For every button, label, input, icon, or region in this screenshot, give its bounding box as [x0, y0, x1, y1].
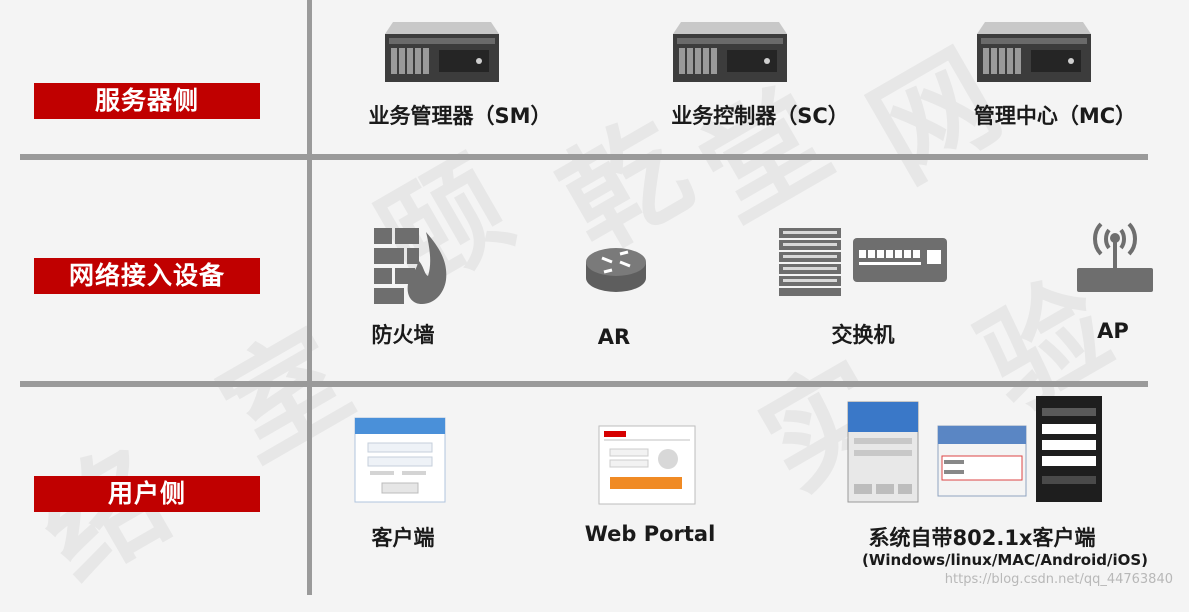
row-divider-1: [20, 154, 1148, 160]
rack-server-icon: [385, 22, 499, 82]
builtin-8021x-client-icon: [847, 396, 1102, 503]
watermark-char: 室: [198, 305, 373, 488]
platforms-label: (Windows/linux/MAC/Android/iOS): [862, 551, 1148, 569]
client-label: 客户端: [371, 526, 435, 550]
row-divider-2: [20, 381, 1148, 387]
client-window-icon: [354, 417, 446, 503]
ap-label: AP: [1097, 319, 1129, 343]
credit-url: https://blog.csdn.net/qq_44763840: [944, 572, 1173, 587]
switch-label: 交换机: [831, 323, 895, 347]
web-portal-label: Web Portal: [584, 522, 716, 546]
access-point-icon: [1077, 222, 1153, 292]
vertical-divider: [307, 0, 312, 595]
rack-server-icon: [977, 22, 1091, 82]
label-network-access: 网络接入设备: [34, 258, 260, 294]
server-sc-label: 业务控制器（SC）: [671, 104, 849, 128]
firewall-icon: [374, 228, 447, 304]
ar-label: AR: [597, 325, 631, 349]
server-mc-label: 管理中心（MC）: [973, 104, 1137, 128]
firewall-label: 防火墙: [371, 323, 435, 347]
server-sm-label: 业务管理器（SM）: [368, 104, 552, 128]
builtin-8021x-label: 系统自带802.1x客户端: [868, 526, 1096, 550]
web-portal-icon: [598, 425, 696, 505]
rack-server-icon: [673, 22, 787, 82]
router-icon: [586, 248, 646, 292]
label-user-side: 用户侧: [34, 476, 260, 512]
label-server-side: 服务器侧: [34, 83, 260, 119]
switch-icon: [779, 228, 947, 296]
